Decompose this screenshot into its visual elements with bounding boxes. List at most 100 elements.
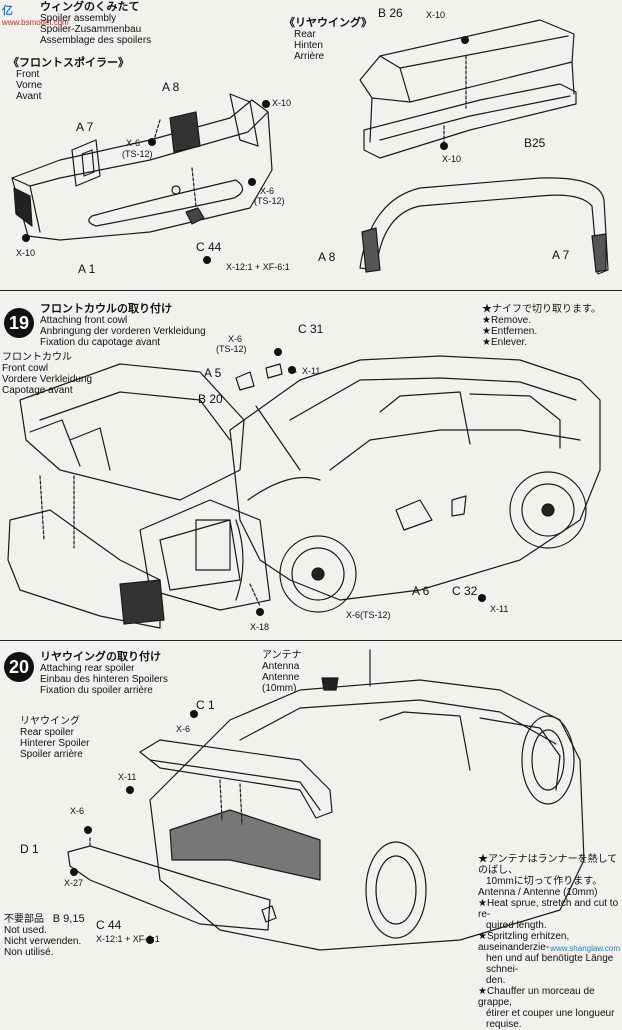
remove-note-en: ★Remove. xyxy=(482,315,531,326)
antenna-label: アンテナ Antenna Antenne (10mm) xyxy=(262,650,302,694)
step20-title: リヤウイングの取り付け Attaching rear spoiler Einba… xyxy=(40,652,168,697)
spoiler-label-fr: Spoiler arrière xyxy=(20,749,83,760)
part-label-x11-a: X-11 xyxy=(302,366,321,376)
part-label-x6-b: X-6 xyxy=(260,186,275,196)
antenna-note-fr-2: étirer et couper une longueur xyxy=(486,1008,615,1019)
part-label-x12-xf6: X-12:1 + XF-6:1 xyxy=(96,934,160,944)
part-label-a7: A 7 xyxy=(76,120,94,134)
step19-title-jp: フロントカウルの取り付け xyxy=(40,303,172,315)
rear-wing-drawing xyxy=(359,19,577,159)
cowl-label-en: Front cowl xyxy=(2,363,49,374)
part-label-ts12-a: (TS-12) xyxy=(122,149,153,159)
rear-label-en: Rear xyxy=(294,29,316,40)
part-label-b20: B 20 xyxy=(198,392,223,406)
part-label-b25: B25 xyxy=(524,136,546,150)
site-watermark: 亿 www.bsmodel.com xyxy=(2,2,69,27)
antenna-note: ★アンテナはランナーを熱してのばし、 10mmに切って作ります。 Antenna… xyxy=(478,854,622,1030)
step20-title-de: Einbau des hinteren Spoilers xyxy=(40,674,168,685)
unused-label-jp: 不要部品 xyxy=(4,914,44,925)
part-label-x10-a: X-10 xyxy=(272,98,292,108)
watermark-site: www.bsmodel.com xyxy=(2,18,69,27)
step-number-20: 20 xyxy=(4,652,34,682)
part-label-x10-b: X-10 xyxy=(16,248,36,258)
remove-note: ★ナイフで切り取ります。 ★Remove. ★Entfernen. ★Enlev… xyxy=(482,304,601,348)
antenna-label-mm: (10mm) xyxy=(262,683,297,694)
spoiler-label-de: Hinterer Spoiler xyxy=(20,738,90,749)
antenna-note-jp-2: 10mmに切って作ります。 xyxy=(486,876,603,887)
antenna-label-en: Antenna xyxy=(262,661,300,672)
step18-title-jp: ウィングのくみたて xyxy=(40,1,140,13)
watermark-site-bottom: www.shanglaw.com xyxy=(550,944,620,953)
step18-title-de: Spoiler-Zusammenbau xyxy=(40,24,142,35)
rear-label-de: Hinten xyxy=(294,40,323,51)
antenna-note-en-3: quired length. xyxy=(486,920,547,931)
unused-label-en: Not used. xyxy=(4,925,47,936)
front-label-jp: 《フロントスポイラー》 xyxy=(8,57,129,69)
antenna-note-de-3: den. xyxy=(486,975,506,986)
front-label-de: Vorne xyxy=(16,80,43,91)
antenna-note-en-1: Antenna / Antenne (10mm) xyxy=(478,887,598,898)
step19-title-de: Anbringung der vorderen Verkleidung xyxy=(40,326,206,337)
part-label-x18: X-18 xyxy=(250,622,270,632)
part-label-c44: C 44 xyxy=(196,240,222,254)
step19-title: フロントカウルの取り付け Attaching front cowl Anbrin… xyxy=(40,303,206,349)
spoiler-label-en: Rear spoiler xyxy=(20,727,74,738)
part-label-d1: D 1 xyxy=(20,842,39,856)
step18-title: ウィングのくみたて Spoiler assembly Spoiler-Zusam… xyxy=(40,1,152,47)
front-cowl-car-drawing xyxy=(7,355,601,629)
unused-parts-list: B 9,15 xyxy=(52,913,85,925)
part-label-a6: A 6 xyxy=(412,584,430,598)
part-label-a7-rear: A 7 xyxy=(552,248,570,262)
antenna-note-de-2: hen und auf benötigte Länge schnei- xyxy=(486,953,614,975)
part-label-x6-b: X-6 xyxy=(70,806,85,816)
front-cowl-label: フロントカウル Front cowl Vordere Verkleidung C… xyxy=(2,352,92,396)
part-label-a1: A 1 xyxy=(78,262,96,276)
antenna-note-en-2: ★Heat sprue, stretch and cut to re- xyxy=(478,898,619,920)
part-label-x10-d: X-10 xyxy=(442,154,462,164)
part-label-a8-rear: A 8 xyxy=(318,250,336,264)
antenna-note-fr-3: requise. xyxy=(486,1019,522,1030)
remove-note-jp: ★ナイフで切り取ります。 xyxy=(482,304,601,315)
antenna-label-de: Antenne xyxy=(262,672,300,683)
part-label-x6: X-6 xyxy=(228,334,243,344)
instruction-line-art xyxy=(7,19,609,951)
antenna-note-fr-1: ★Chauffer un morceau de grappe, xyxy=(478,986,595,1008)
part-label-c1: C 1 xyxy=(196,698,215,712)
cowl-label-jp: フロントカウル xyxy=(2,352,72,363)
step19-title-en: Attaching front cowl xyxy=(40,315,128,326)
step19-title-fr: Fixation du capotage avant xyxy=(40,337,161,348)
cowl-label-fr: Capotage avant xyxy=(2,385,73,396)
part-label-ts12: (TS-12) xyxy=(216,344,247,354)
cowl-label-de: Vordere Verkleidung xyxy=(2,374,93,385)
front-label-en: Front xyxy=(16,69,40,80)
part-label-c31: C 31 xyxy=(298,322,324,336)
part-label-a5: A 5 xyxy=(204,366,222,380)
rear-spoiler-car-drawing xyxy=(67,649,585,951)
front-label-fr: Avant xyxy=(16,91,42,102)
part-label-x11: X-11 xyxy=(118,772,137,782)
step20-title-fr: Fixation du spoiler arrière xyxy=(40,685,153,696)
part-label-c44: C 44 xyxy=(96,918,122,932)
part-label-x6-a: X-6 xyxy=(176,724,191,734)
front-spoiler-drawing xyxy=(11,93,273,241)
rear-wing-arch-drawing xyxy=(359,177,609,275)
antenna-note-de-1: ★Spritzling erhitzen, auseinanderzie- xyxy=(478,931,570,953)
antenna-label-jp: アンテナ xyxy=(262,650,302,661)
part-label-x6-a: X-6 xyxy=(126,138,141,148)
unused-label-de: Nicht verwenden. xyxy=(4,936,82,947)
front-spoiler-label: 《フロントスポイラー》 Front Vorne Avant xyxy=(8,57,129,103)
part-label-x27: X-27 xyxy=(64,878,84,888)
step20-title-en: Attaching rear spoiler xyxy=(40,663,135,674)
rear-label-jp: 《リヤウイング》 xyxy=(284,17,372,29)
remove-note-fr: ★Enlever. xyxy=(482,337,528,348)
part-label-x10-c: X-10 xyxy=(426,10,446,20)
part-label-c32: C 32 xyxy=(452,584,478,598)
part-label-x6-ts12: X-6(TS-12) xyxy=(346,610,391,620)
step18-title-en: Spoiler assembly xyxy=(40,13,117,24)
part-label-b26: B 26 xyxy=(378,6,403,20)
part-label-x12-xf6: X-12:1 + XF-6:1 xyxy=(226,262,290,272)
part-label-x11-b: X-11 xyxy=(490,604,509,614)
step18-title-fr: Assemblage des spoilers xyxy=(40,35,152,46)
spoiler-label-jp: リヤウイング xyxy=(20,716,80,727)
watermark-logo: 亿 xyxy=(2,5,13,17)
